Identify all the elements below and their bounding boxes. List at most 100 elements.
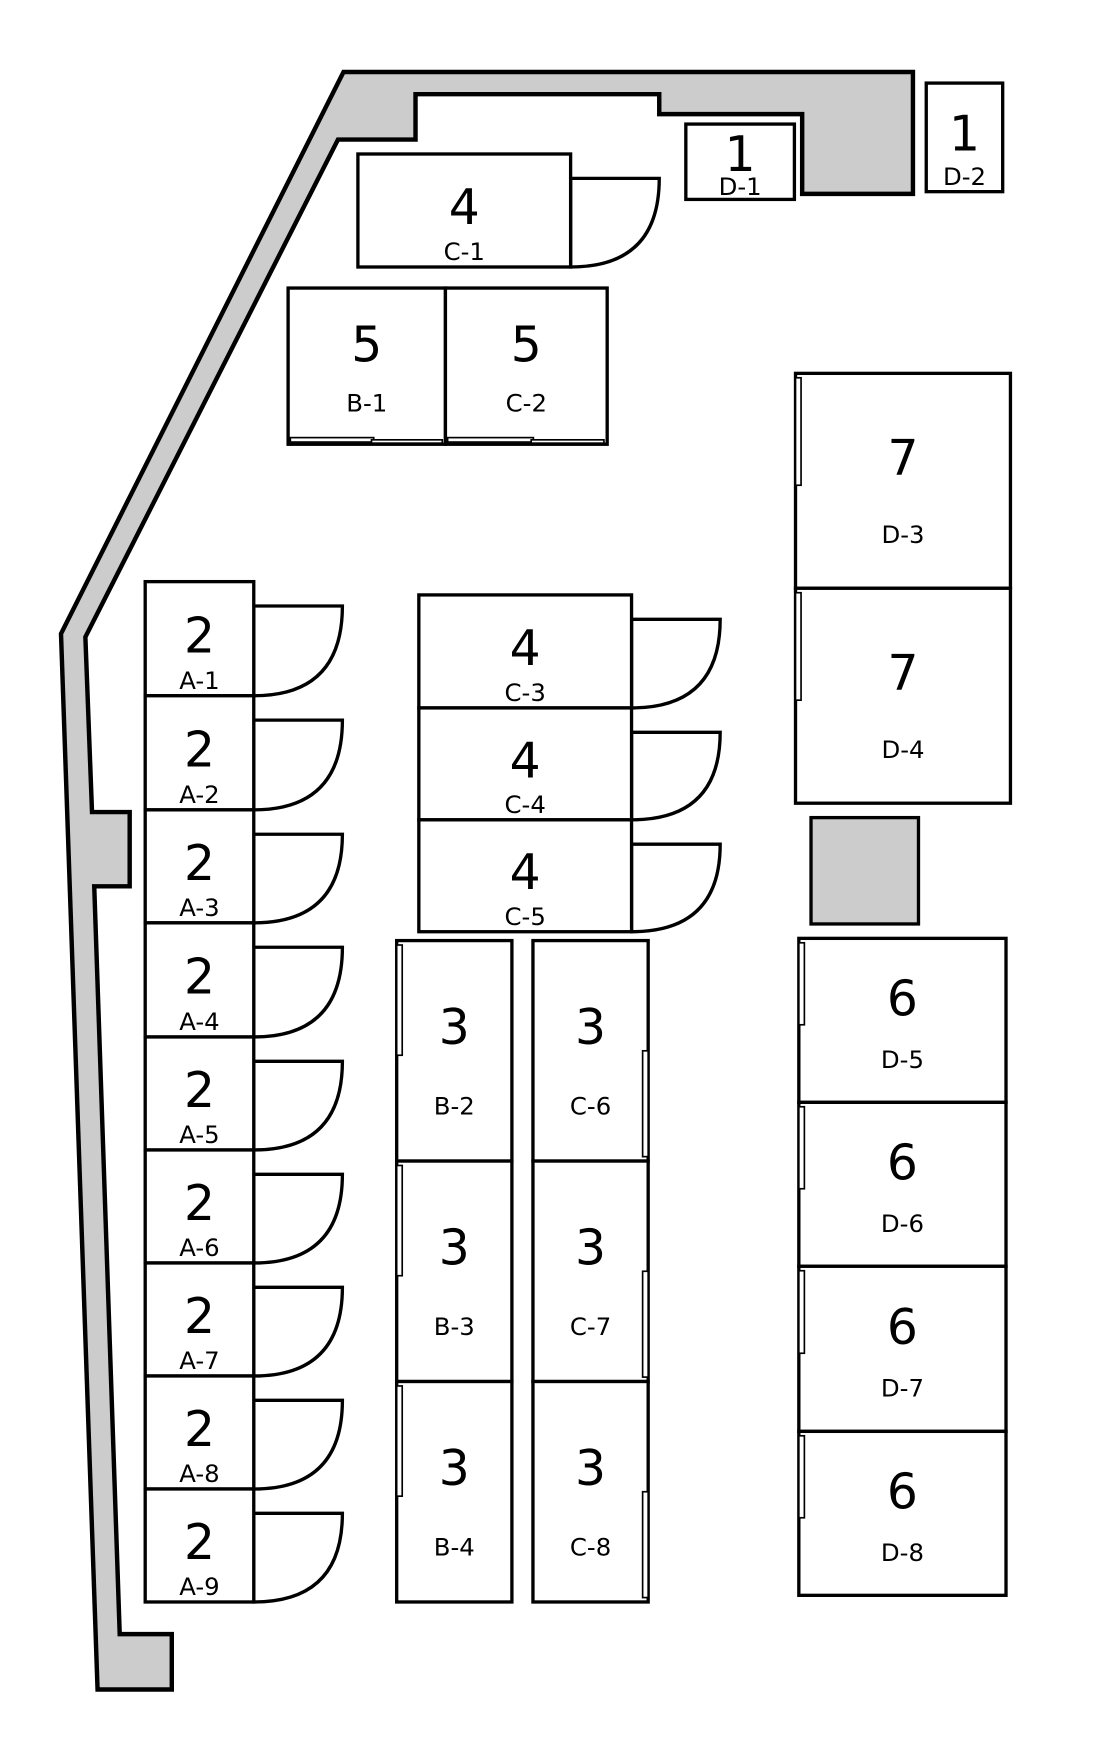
room-label: A-6 — [179, 1233, 219, 1262]
sliding-door — [530, 438, 605, 444]
room-capacity: 6 — [887, 1300, 918, 1356]
room-c-6[interactable]: 3C-6 — [531, 938, 650, 1163]
room-a-1[interactable]: 2A-1 — [143, 579, 345, 698]
room-outline — [793, 371, 1013, 590]
room-label: C-4 — [505, 790, 546, 819]
room-b-1[interactable]: 5B-1 — [286, 286, 448, 446]
sliding-door — [641, 1270, 649, 1378]
room-label: B-2 — [434, 1092, 475, 1121]
room-label: A-9 — [179, 1572, 219, 1601]
room-d-2[interactable]: 1D-2 — [924, 81, 1005, 194]
room-capacity: 4 — [510, 621, 541, 677]
room-capacity: 2 — [184, 836, 215, 892]
room-c-2[interactable]: 5C-2 — [443, 286, 609, 446]
room-label: A-8 — [179, 1459, 219, 1488]
door-swing-icon — [568, 176, 661, 269]
door-swing-icon — [629, 730, 722, 822]
room-c-4[interactable]: 4C-4 — [417, 706, 722, 822]
room-a-2[interactable]: 2A-2 — [143, 694, 345, 812]
room-outline — [286, 286, 448, 446]
room-label: D-3 — [881, 520, 924, 549]
room-d-1[interactable]: 1D-1 — [684, 122, 797, 202]
door-swing-icon — [252, 832, 345, 925]
room-a-9[interactable]: 2A-9 — [143, 1487, 345, 1604]
room-outline — [797, 1429, 1008, 1597]
room-a-6[interactable]: 2A-6 — [143, 1148, 345, 1265]
room-label: B-4 — [434, 1533, 475, 1562]
room-label: D-4 — [881, 735, 924, 764]
room-label: C-7 — [570, 1312, 611, 1341]
sliding-door — [641, 1049, 649, 1158]
room-c-1[interactable]: 4C-1 — [356, 152, 661, 269]
room-label: C-3 — [505, 678, 546, 707]
room-capacity: 3 — [575, 1221, 606, 1277]
room-outline — [143, 1148, 256, 1265]
room-capacity: 2 — [184, 608, 215, 664]
room-label: C-2 — [506, 388, 547, 417]
room-capacity: 7 — [887, 430, 918, 486]
room-outline — [797, 1100, 1008, 1268]
room-outline — [793, 586, 1013, 805]
room-capacity: 2 — [184, 1289, 215, 1345]
sliding-door — [798, 1105, 806, 1190]
door-swing-icon — [252, 718, 345, 812]
room-b-4[interactable]: 3B-4 — [395, 1379, 514, 1604]
room-d-5[interactable]: 6D-5 — [797, 936, 1008, 1104]
room-a-4[interactable]: 2A-4 — [143, 921, 345, 1039]
room-capacity: 2 — [184, 950, 215, 1006]
sliding-door — [395, 944, 404, 1057]
room-label: D-5 — [881, 1045, 924, 1074]
room-capacity: 3 — [439, 1000, 470, 1056]
room-outline — [395, 938, 514, 1163]
room-outline — [395, 1379, 514, 1604]
room-d-6[interactable]: 6D-6 — [797, 1100, 1008, 1268]
room-a-5[interactable]: 2A-5 — [143, 1035, 345, 1152]
room-outline — [531, 1379, 650, 1604]
sliding-door — [446, 436, 535, 443]
room-d-8[interactable]: 6D-8 — [797, 1429, 1008, 1597]
room-outline — [143, 921, 256, 1039]
room-capacity: 5 — [351, 317, 382, 373]
room-b-3[interactable]: 3B-3 — [395, 1159, 514, 1384]
room-a-7[interactable]: 2A-7 — [143, 1261, 345, 1378]
room-label: D-8 — [881, 1538, 924, 1567]
sliding-door — [370, 438, 444, 444]
room-label: D-6 — [881, 1209, 924, 1238]
room-b-2[interactable]: 3B-2 — [395, 938, 514, 1163]
room-capacity: 1 — [949, 106, 980, 162]
room-d-3[interactable]: 7D-3 — [793, 371, 1013, 590]
room-capacity: 3 — [575, 1000, 606, 1056]
room-label: A-7 — [179, 1346, 219, 1375]
room-d-7[interactable]: 6D-7 — [797, 1264, 1008, 1434]
room-label: A-4 — [179, 1007, 219, 1036]
room-label: C-8 — [570, 1533, 611, 1562]
sliding-door — [798, 1434, 806, 1519]
room-capacity: 3 — [439, 1441, 470, 1497]
room-outline — [417, 706, 634, 822]
room-c-7[interactable]: 3C-7 — [531, 1159, 650, 1384]
room-capacity: 2 — [184, 1515, 215, 1571]
room-capacity: 1 — [725, 127, 756, 183]
rooms-layer: 1D-21D-14C-15B-15C-27D-37D-42A-12A-22A-3… — [143, 81, 1013, 1604]
building-wall — [58, 69, 916, 1692]
door-swing-icon — [252, 945, 345, 1039]
room-label: C-6 — [570, 1092, 611, 1121]
sliding-door — [395, 1164, 404, 1277]
room-c-3[interactable]: 4C-3 — [417, 593, 722, 710]
room-outline — [143, 1261, 256, 1378]
room-outline — [417, 818, 634, 934]
room-label: A-5 — [179, 1120, 219, 1149]
room-c-5[interactable]: 4C-5 — [417, 818, 722, 934]
room-c-8[interactable]: 3C-8 — [531, 1379, 650, 1604]
door-swing-icon — [252, 604, 345, 698]
room-d-4[interactable]: 7D-4 — [793, 586, 1013, 805]
room-capacity: 4 — [510, 845, 541, 901]
door-swing-icon — [252, 1059, 345, 1152]
room-outline — [143, 808, 256, 925]
room-capacity: 7 — [887, 645, 918, 701]
door-swing-icon — [629, 617, 722, 710]
pillar — [809, 815, 921, 926]
room-a-8[interactable]: 2A-8 — [143, 1374, 345, 1491]
room-a-3[interactable]: 2A-3 — [143, 808, 345, 925]
